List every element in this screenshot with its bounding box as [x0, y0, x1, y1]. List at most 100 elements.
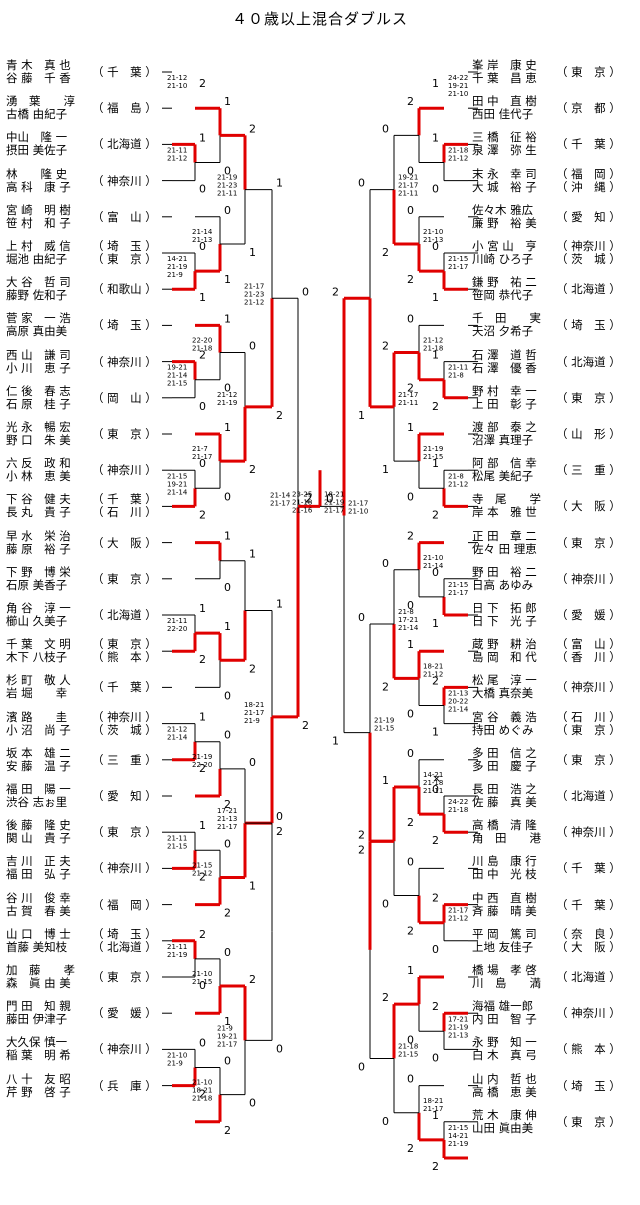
- set-count: 1: [199, 602, 206, 615]
- prefecture-label: （ 神奈川 ）: [556, 825, 621, 840]
- player-1-name: 日 下 拓 郎: [472, 601, 537, 615]
- prefecture-label: （ 千 葉 ）: [556, 861, 621, 876]
- player-1-name: 渡 部 泰 之: [472, 420, 537, 434]
- player-2-name: 関 山 貴 子: [6, 831, 71, 846]
- player-1-name: 荒 木 康 伸: [472, 1107, 537, 1122]
- player-pair-names: 宮 谷 義 浩持田 めぐみ: [472, 710, 537, 737]
- set-count: 0: [382, 557, 389, 570]
- player-1-name: 谷 川 俊 幸: [6, 890, 71, 905]
- player-2-name: 小 沼 尚 子: [6, 722, 71, 737]
- game-score: 21-17: [244, 282, 264, 290]
- set-count: 0: [224, 729, 231, 742]
- player-2-name: 多 田 慶 子: [472, 758, 537, 773]
- player-2-name: 岸 本 雅 世: [472, 505, 537, 520]
- prefecture-label: （ 東 京 ）: [92, 970, 157, 984]
- player-2-name: 天沼 夕希子: [472, 324, 534, 339]
- player-1-name: 寺 尾 学: [472, 492, 541, 507]
- game-score: 21-13: [448, 1031, 468, 1039]
- player-pair-names: 松 尾 淳 一大橋 真奈美: [472, 674, 537, 700]
- player-pair-names: 下 谷 健 夫長 丸 貴 子: [6, 493, 71, 519]
- player-pair-names: 千 田 実天沼 夕希子: [472, 312, 541, 338]
- prefecture-label: （ 北海道 ）: [556, 789, 621, 803]
- player-1-name: 松 尾 淳 一: [472, 673, 537, 688]
- game-score: 18-21: [324, 490, 344, 498]
- game-score: 21-10: [423, 554, 443, 562]
- player-pair-names: 林 隆 史高 科 康 子: [6, 167, 71, 194]
- set-count: 0: [199, 1036, 206, 1049]
- game-score: 19-21: [167, 364, 187, 372]
- game-score: 21-15: [167, 842, 187, 850]
- set-count: 0: [407, 490, 414, 503]
- player-1-name: 小 宮 山 亨: [472, 239, 537, 253]
- set-count: 2: [302, 719, 309, 732]
- set-count: 1: [224, 530, 231, 543]
- set-count: 0: [382, 898, 389, 911]
- player-2-name: 大 城 裕 子: [472, 179, 537, 194]
- player-2-name: 谷 藤 千 香: [6, 71, 71, 85]
- player-pair-names: 山 口 博 士首藤 美知枝: [6, 927, 71, 954]
- player-pair-names: 石 澤 道 哲石 澤 優 香: [472, 348, 537, 375]
- game-score: 21-11: [167, 617, 187, 625]
- prefecture-label: （ 富 山 ）: [92, 209, 157, 224]
- player-2-name: 山田 眞由美: [472, 1120, 534, 1135]
- player-2-name: 川崎 ひろ子: [472, 252, 534, 266]
- game-score: 21-17: [324, 506, 344, 514]
- player-2-name: 長 丸 貴 子: [6, 505, 71, 520]
- player-2-name: 石原 美香子: [6, 577, 68, 592]
- player-2-name: 持田 めぐみ: [472, 722, 534, 737]
- set-count: 0: [224, 837, 231, 850]
- prefecture-label: （ 三 重 ）: [556, 463, 621, 478]
- set-count: 2: [407, 925, 414, 938]
- set-count: 1: [407, 964, 414, 977]
- player-pair-names: 佐々木 雅広廉 野 裕 美: [472, 203, 537, 230]
- game-score: 19-21: [398, 174, 418, 182]
- game-score: 21-17: [398, 391, 418, 399]
- player-2-name: 白 木 真 弓: [472, 1048, 537, 1063]
- player-2-name: 笹 村 和 子: [6, 215, 71, 230]
- player-pair-names: 平 岡 篤 司上地 友佳子: [472, 927, 537, 954]
- player-1-name: 川 島 康 行: [472, 854, 537, 869]
- prefecture-label: （ 東 京 ）: [556, 65, 621, 79]
- set-count: 0: [407, 1073, 414, 1086]
- set-count: 1: [224, 95, 231, 108]
- game-score: 17-21: [448, 1015, 468, 1023]
- set-count: 0: [302, 285, 309, 298]
- player-2-name: 西田 佳代子: [472, 107, 534, 122]
- game-score: 21-19: [192, 753, 212, 761]
- player-2-name: 松尾 美紀子: [472, 469, 534, 484]
- player-pair-names: 下 野 博 栄石原 美香子: [6, 565, 71, 592]
- player-1-name: 峯 岸 康 史: [472, 58, 537, 72]
- set-count: 0: [358, 611, 365, 624]
- player-2-name: 日高 あゆみ: [472, 577, 534, 592]
- prefecture-label: （ 東 京 ）（ 熊 本 ）: [92, 637, 157, 665]
- set-count: 1: [224, 312, 231, 325]
- player-pair-names: 末 永 幸 司大 城 裕 子: [472, 167, 537, 194]
- set-count: 0: [432, 240, 439, 253]
- player-2-name: 小 林 恵 美: [6, 469, 71, 484]
- game-score: 21-14: [167, 372, 188, 380]
- game-score: 21-17: [217, 1040, 237, 1048]
- player-2-name: 首藤 美知枝: [6, 939, 68, 954]
- game-score: 21-17: [192, 453, 212, 461]
- set-count: 0: [224, 382, 231, 395]
- prefecture-label: （ 埼 玉 ）: [556, 318, 621, 333]
- game-score: 18-21: [192, 1087, 212, 1095]
- set-count: 0: [224, 165, 231, 178]
- set-count: 2: [382, 680, 389, 693]
- set-count: 2: [199, 77, 206, 90]
- player-pair-names: 湧 葉 淳古橋 由紀子: [6, 95, 75, 121]
- player-2-name: 野 口 朱 美: [6, 433, 71, 447]
- player-2-name: 千 葉 昌 恵: [472, 71, 537, 85]
- game-score: 21-18: [292, 498, 312, 506]
- set-count: 2: [199, 653, 206, 666]
- player-2-name: 上地 友佳子: [472, 939, 534, 954]
- player-pair-names: 西 山 謙 司小 川 恵 子: [6, 348, 71, 375]
- player-pair-names: 正 田 章 二佐々 田 理恵: [472, 529, 537, 556]
- player-1-name: 坂 本 雄 二: [6, 745, 71, 760]
- player-pair-names: 鎌 野 祐 二笹岡 恭代子: [472, 276, 537, 302]
- set-count: 1: [432, 726, 439, 739]
- game-score: 21-11: [398, 399, 418, 407]
- player-pair-names: 三 橋 征 裕泉 澤 弥 生: [472, 131, 537, 157]
- game-score: 17-21: [217, 807, 237, 815]
